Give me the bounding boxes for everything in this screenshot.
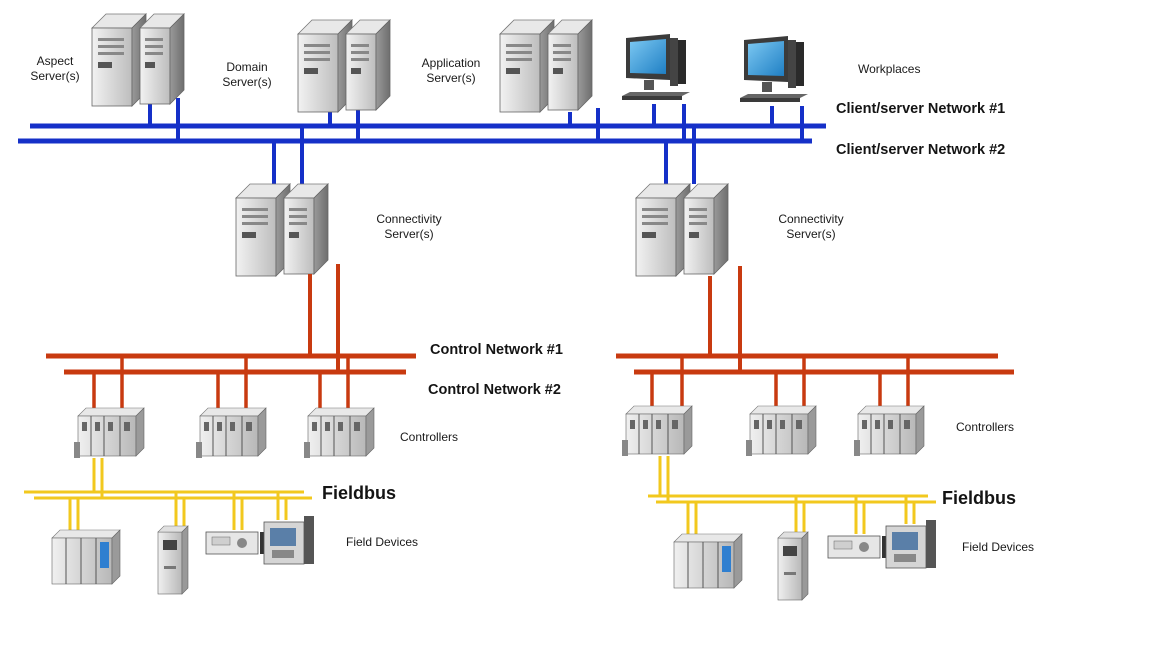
- controller-drops: [92, 356, 910, 410]
- client-server-network-1-label: Client/server Network #1: [836, 101, 1006, 117]
- transmitter-icon: [777, 531, 809, 601]
- connectivity-server-right-icon: [635, 183, 729, 277]
- application-server-icon: [499, 19, 593, 113]
- controller-icon: [853, 405, 925, 457]
- control-network-1-label: Control Network #1: [430, 342, 563, 358]
- controller-icon: [745, 405, 817, 457]
- controller-icon: [73, 407, 145, 459]
- display-device-icon: [885, 519, 937, 569]
- application-server-label: Application Server(s): [421, 56, 481, 85]
- fieldbus-right-label: Fieldbus: [942, 488, 1017, 508]
- fieldbus-left: [24, 458, 312, 532]
- controllers-right-label: Controllers: [956, 420, 1015, 434]
- io-module-icon: [673, 533, 743, 589]
- client-server-drops: [148, 98, 804, 186]
- control-network-2-label: Control Network #2: [428, 382, 561, 398]
- connectivity-server-left-icon: [235, 183, 329, 277]
- workplaces-label: Workplaces: [858, 62, 921, 76]
- workstation-icon: [622, 34, 690, 100]
- field-devices-right-label: Field Devices: [962, 540, 1035, 554]
- client-server-network-2-label: Client/server Network #2: [836, 142, 1006, 158]
- connectivity-server-right-label: Connectivity Server(s): [778, 212, 844, 241]
- fieldbus-left-label: Fieldbus: [322, 483, 397, 503]
- controller-icon: [621, 405, 693, 457]
- domain-server-label: Domain Server(s): [222, 60, 272, 89]
- aspect-server-icon: [91, 13, 185, 107]
- display-device-icon: [263, 515, 315, 565]
- workstation-icon: [740, 36, 808, 102]
- aspect-server-label: Aspect Server(s): [30, 54, 80, 83]
- transmitter-icon: [157, 525, 189, 595]
- controllers-left-label: Controllers: [400, 430, 459, 444]
- controller-icon: [195, 407, 267, 459]
- connectivity-server-left-label: Connectivity Server(s): [376, 212, 442, 241]
- field-devices-left-label: Field Devices: [346, 535, 419, 549]
- io-module-icon: [51, 529, 121, 585]
- controller-icon: [303, 407, 375, 459]
- fieldbus-right: [648, 456, 936, 534]
- domain-server-icon: [297, 19, 391, 113]
